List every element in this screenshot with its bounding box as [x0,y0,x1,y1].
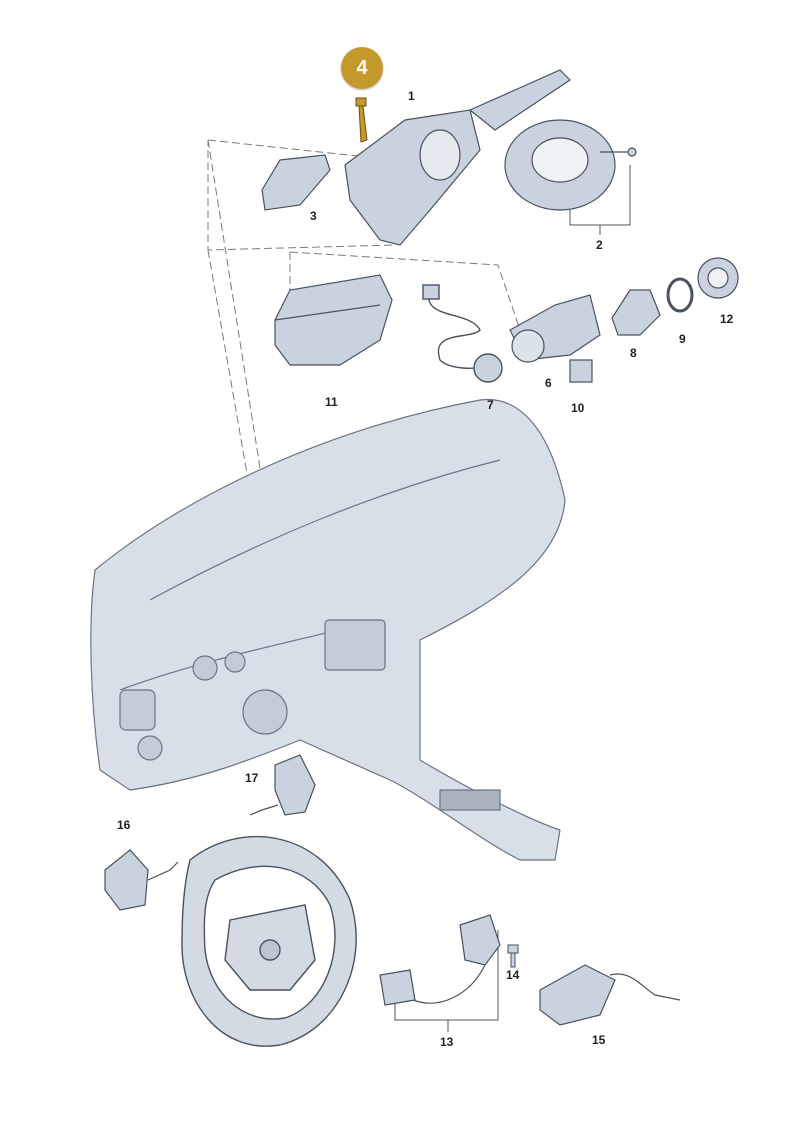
dashboard-outline [90,398,566,861]
part-13-switch-modules [379,914,501,1006]
part-9-ring [666,277,694,313]
callout-10[interactable]: 10 [571,401,585,415]
callout-11[interactable]: 11 [325,395,338,409]
part-2-clock-spring [504,119,637,211]
part-3-bracket [261,154,331,211]
callout-14[interactable]: 14 [506,968,520,982]
bracket-lines [394,165,631,1032]
part-10-switch [569,359,593,383]
part-8-lock-cylinder [611,289,661,336]
part-14-screw [507,944,519,968]
highlight-callout-4[interactable]: 4 [341,47,383,89]
part-4-screw [355,97,368,143]
callout-2[interactable]: 2 [596,238,603,252]
callout-13[interactable]: 13 [440,1035,454,1049]
callout-3[interactable]: 3 [310,209,317,223]
callout-6[interactable]: 6 [545,376,552,390]
steering-wheel [181,835,357,1047]
part-17-switch-module [249,754,316,816]
callout-12[interactable]: 12 [720,312,734,326]
part-7-wiring-ring [422,284,503,383]
callout-1[interactable]: 1 [408,89,415,103]
part-15-control-unit [539,964,681,1026]
part-12-ring-antenna [697,257,739,299]
callout-7[interactable]: 7 [487,398,494,412]
callout-17[interactable]: 17 [245,771,259,785]
callout-16[interactable]: 16 [117,818,131,832]
callout-9[interactable]: 9 [679,332,686,346]
part-1-combination-switch [344,69,571,246]
callout-15[interactable]: 15 [592,1033,606,1047]
part-11-control-unit [274,274,393,366]
callout-8[interactable]: 8 [630,346,637,360]
part-16-switch-module [104,849,179,911]
part-6-lock-housing [509,294,601,363]
